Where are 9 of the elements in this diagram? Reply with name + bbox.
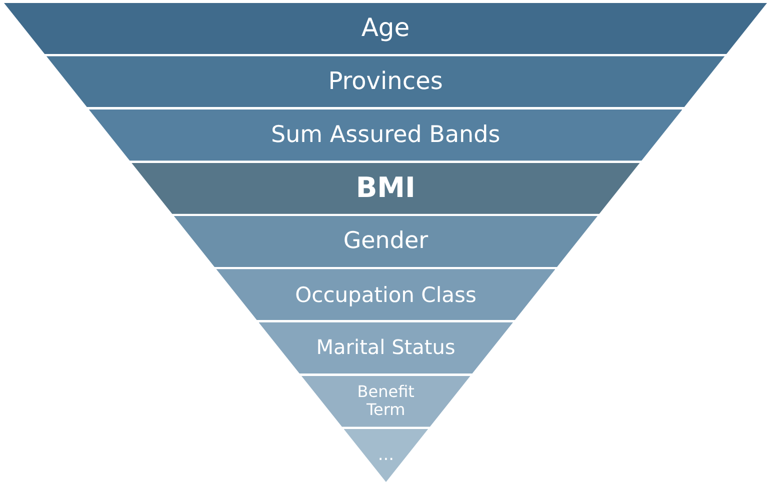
band-label: Sum Assured Bands	[270, 122, 500, 148]
band-label: Benefit Term	[356, 382, 416, 420]
band-label: Gender	[343, 228, 428, 255]
band-label: Marital Status	[316, 336, 456, 360]
band-label: Provinces	[328, 68, 443, 96]
band-label: Occupation Class	[295, 282, 476, 307]
band-label: ...	[378, 446, 394, 466]
band-label: BMI	[356, 172, 416, 204]
band-label: Age	[361, 14, 410, 43]
